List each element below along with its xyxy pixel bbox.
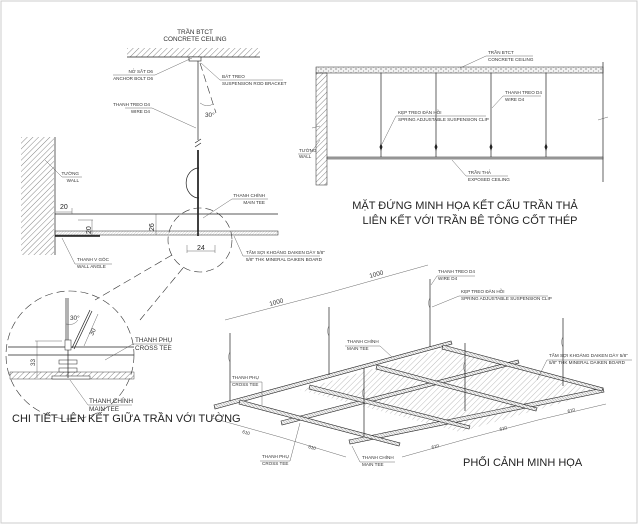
label-persp-wire-en: WIRE D4 — [438, 276, 458, 281]
label-persp-main-tee-bottom-en: MAIN TEE — [362, 462, 384, 467]
label-persp-cross-tee-left-vi: THANH PHỤ — [232, 375, 259, 380]
label-joint-main-tee-vi: THANH CHÍNH — [89, 396, 133, 405]
hanger-wires — [379, 73, 548, 157]
label-persp-board-en: 5/8" THK MINERAL DAIKEN BOARD — [549, 360, 626, 365]
grid-rails — [213, 340, 605, 447]
label-elev-clip-en: SPRING ADJUSTABLE SUSPENSION CLIP — [398, 117, 489, 122]
dim-20-horizontal: 20 — [60, 204, 68, 211]
dim-610-d: 610 — [499, 425, 508, 432]
label-persp-main-tee-top-vi: THANH CHÍNH — [347, 338, 379, 344]
detail-callout-circle — [167, 207, 233, 273]
label-persp-wire-vi: THANH TREO D4 — [438, 269, 475, 274]
label-anchor-bolt-en: ANCHOR BOLT D6 — [113, 76, 153, 81]
elevation-title-line1: MẶT ĐỨNG MINH HỌA KẾT CẤU TRẦN THẢ — [352, 199, 578, 212]
elevation-title-line2: LIÊN KẾT VỚI TRẦN BÊ TÔNG CỐT THÉP — [362, 213, 577, 227]
break-mark — [194, 138, 202, 148]
label-persp-cross-tee-left-en: CROSS TEE — [232, 382, 258, 387]
joint-angle-label: 30° — [70, 314, 80, 322]
label-rod-bracket-en: SUSPENSION ROD BRACKET — [222, 81, 287, 86]
label-wall-en: WALL — [67, 178, 80, 183]
dim-26: 26 — [149, 223, 156, 231]
rod-bracket — [188, 56, 202, 62]
label-elev-wire-en: WIRE D4 — [505, 97, 525, 102]
label-wall-vi: TƯỜNG — [61, 170, 79, 176]
spring-clip — [185, 167, 200, 199]
ceiling-board — [54, 230, 279, 236]
concrete-slab — [127, 48, 260, 57]
exposed-ceiling-line — [326, 156, 604, 160]
label-persp-clip-en: SPRING ADJUSTABLE SUSPENSION CLIP — [461, 296, 552, 301]
joint-detail: 30° 30 33 THANH PHỤ CROSS TEE THANH CHÍN… — [5, 290, 241, 425]
label-elev-concrete-en: CONCRETE CEILING — [488, 57, 534, 62]
main-tee-back — [213, 340, 453, 410]
label-joint-cross-tee-en: CROSS TEE — [135, 345, 172, 352]
label-exposed-ceiling-vi: TRẦN THẢ — [468, 169, 492, 175]
label-persp-cross-tee-bottom-vi: THANH PHỤ — [262, 454, 289, 459]
label-exposed-ceiling-en: EXPOSED CEILING — [468, 177, 510, 182]
perspective-dimensions: 1000 1000 610 610 610 610 610 — [211, 264, 607, 458]
label-elev-wall-vi: TƯỜNG — [299, 147, 317, 153]
label-elev-wall-en: WALL — [299, 154, 312, 159]
cross-tee-1 — [238, 399, 401, 447]
label-elev-clip-vi: KẸP TREO ĐÀN HỒI — [398, 109, 441, 115]
label-main-tee-en: MAIN TEE — [243, 200, 265, 205]
label-joint-main-tee-en: MAIN TEE — [89, 406, 119, 413]
label-board-vi: TẤM SỢI KHOÁNG DAIKEN DÀY 5/8" — [246, 249, 325, 255]
cross-tee-3 — [375, 364, 538, 412]
label-wire-vi: THANH TREO D4 — [113, 102, 150, 107]
label-persp-main-tee-bottom-vi: THANH CHÍNH — [362, 454, 394, 460]
label-board-en: 5/8" THK MINERAL DAIKEN BOARD — [246, 257, 323, 262]
dim-24: 24 — [197, 245, 205, 252]
dim-20-vertical: 20 — [86, 226, 93, 234]
section-detail: TRẦN BTCT CONCRETE CEILING 30° NỞ SẮT D6… — [21, 26, 325, 321]
perspective-hangers — [228, 279, 564, 436]
perspective-title: PHỐI CẢNH MINH HỌA — [463, 455, 583, 469]
cross-tee-2 — [308, 384, 471, 430]
label-persp-clip-vi: KẸP TREO ĐÀN HỒI — [461, 288, 504, 294]
joint-detail-title: CHI TIẾT LIÊN KẾT GIỮA TRẦN VỚI TƯỜNG — [12, 412, 241, 425]
concrete-slab-elevation — [315, 66, 604, 74]
dim-1000-right: 1000 — [369, 269, 385, 280]
label-rod-bracket-vi: BÁT TREO — [222, 73, 245, 79]
label-main-tee-vi: THANH CHÍNH — [233, 192, 265, 198]
label-wall-angle-en: WALL ANGLE — [77, 264, 106, 269]
label-persp-board-vi: TẤM SỢI KHOÁNG DAIKEN DÀY 5/8" — [549, 352, 628, 358]
perspective-view: 1000 1000 610 610 610 610 610 THANH TREO… — [211, 264, 632, 469]
angle-label: 30° — [205, 111, 215, 119]
dim-610-a: 610 — [242, 429, 251, 436]
label-wall-angle-vi: THANH V GÓC — [77, 256, 110, 262]
label-concrete-ceiling-vi: TRẦN BTCT — [177, 26, 213, 36]
label-elev-concrete-vi: TRẦN BTCT — [488, 49, 514, 55]
label-anchor-bolt-vi: NỞ SẮT D6 — [128, 67, 153, 74]
main-tee-middle — [280, 359, 520, 426]
wall-hatch — [21, 137, 54, 255]
label-elev-wire-vi: THANH TREO D4 — [505, 90, 542, 95]
label-concrete-ceiling-en: CONCRETE CEILING — [163, 36, 226, 43]
dim-610-e: 610 — [567, 407, 576, 414]
dim-610-b: 610 — [308, 444, 317, 451]
joint-dim-33: 33 — [30, 358, 37, 366]
elevation-view: TRẦN BTCT CONCRETE CEILING THANH TREO D4… — [298, 49, 609, 227]
label-wire-en: WIRE D4 — [131, 109, 151, 114]
dim-1000-left: 1000 — [269, 297, 285, 308]
label-persp-cross-tee-bottom-en: CROSS TEE — [262, 461, 288, 466]
joint-dim-30: 30 — [88, 327, 98, 337]
ceiling-board-panels — [300, 348, 600, 432]
label-joint-cross-tee-vi: THANH PHỤ — [135, 337, 173, 344]
wall-elevation — [315, 72, 328, 186]
dim-610-c: 610 — [431, 443, 440, 450]
label-persp-main-tee-top-en: MAIN TEE — [347, 346, 369, 351]
